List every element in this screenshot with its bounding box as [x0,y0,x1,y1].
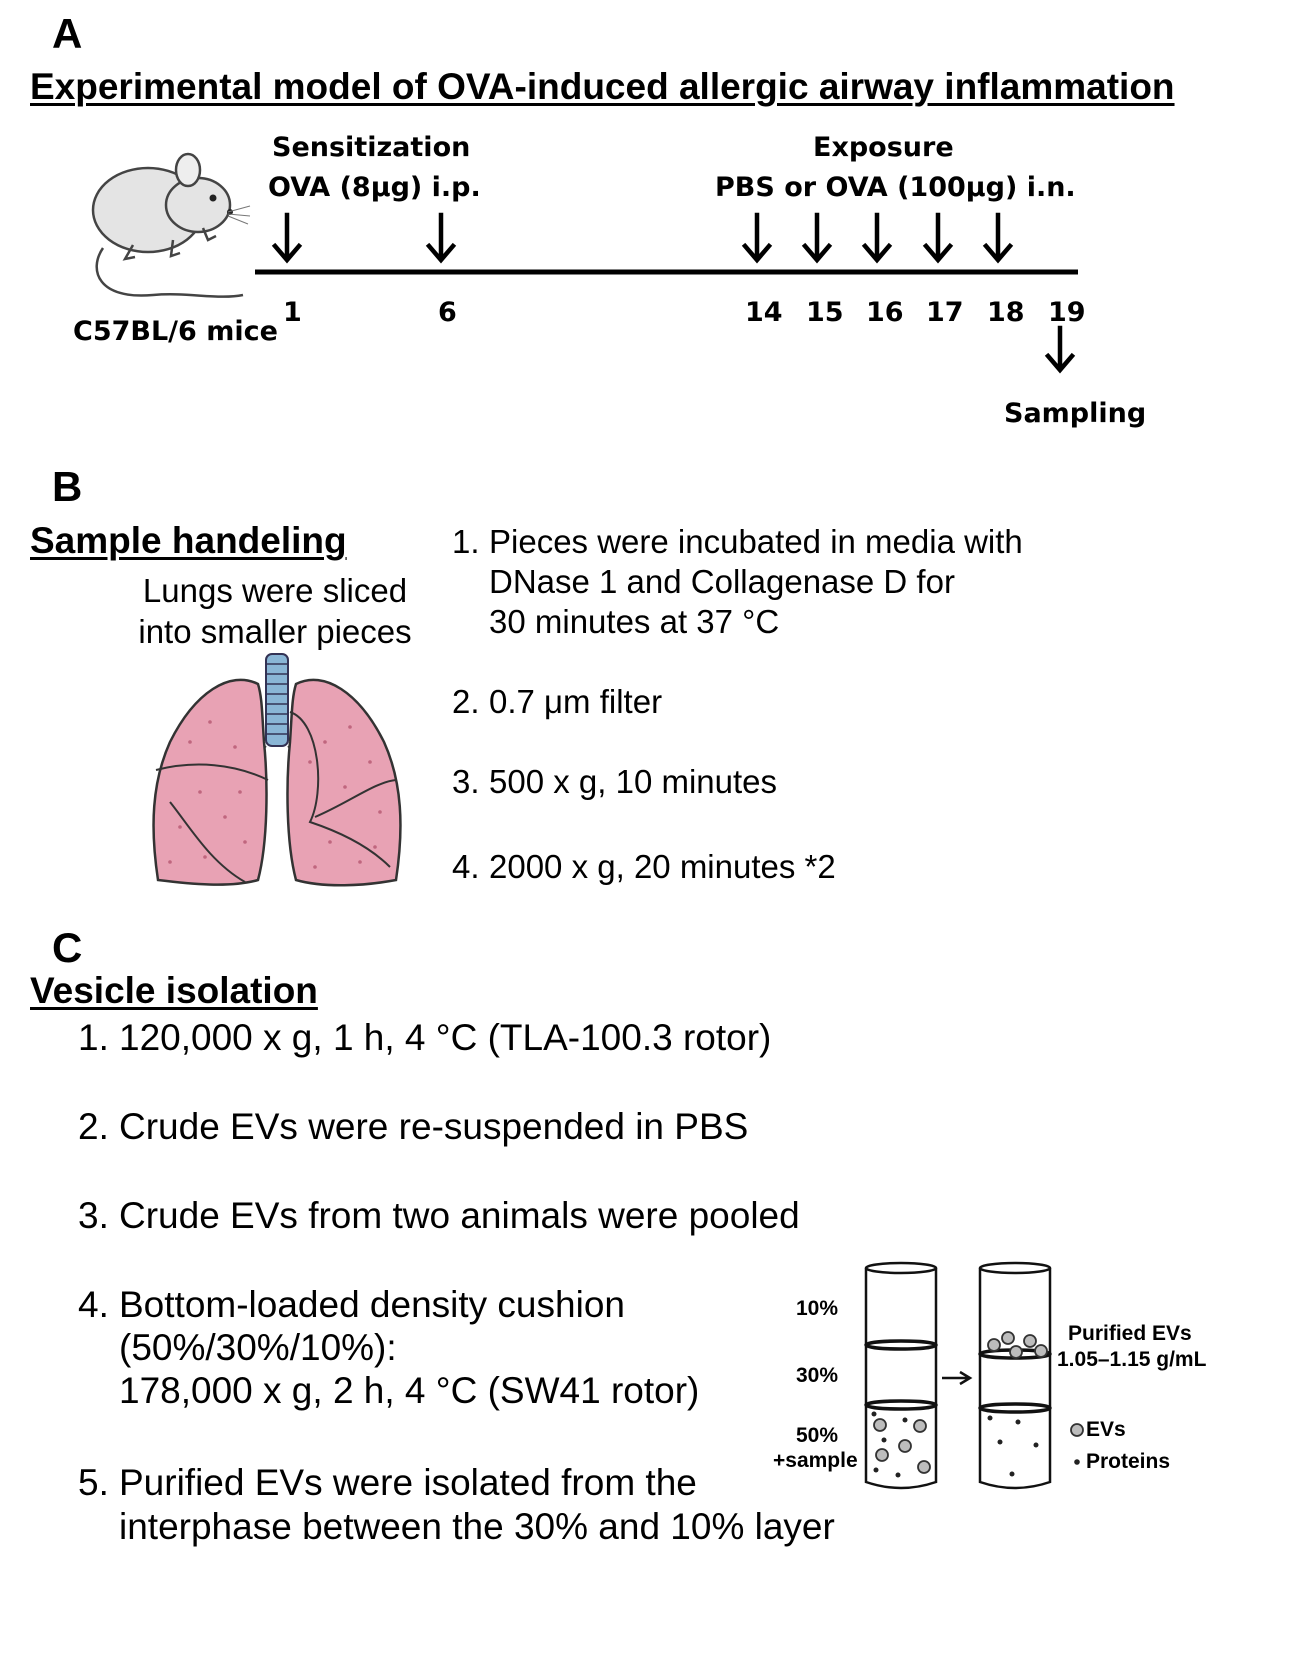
day-label: 16 [866,297,904,328]
legend-proteins-label: Proteins [1086,1450,1171,1473]
day-label: 19 [1048,297,1086,328]
exposure-dose: PBS or OVA (100μg) i.n. [715,172,1076,203]
isolation-step: 2. Crude EVs were re-suspended in PBS [78,1106,749,1147]
exposure-arrows [741,212,1014,264]
lungs-illustration [152,653,402,887]
purified-evs-density: 1.05–1.15 g/mL [1057,1348,1207,1371]
isolation-step: 5. Purified EVs were isolated from the i… [78,1462,835,1547]
isolation-step: 4. Bottom-loaded density cushion (50%/30… [78,1284,700,1411]
panel-b-title: Sample handeling [30,520,347,561]
handling-step: 1. Pieces were incubated in media with D… [452,523,1023,640]
right-lung [286,678,402,887]
evs-in-sample [873,1418,931,1474]
mouse-strain-label: C57BL/6 mice [73,316,278,347]
purified-evs [987,1331,1048,1359]
legend-ev-icon [1070,1423,1084,1437]
day-label: 14 [745,297,783,328]
layer-label-30: 30% [796,1364,839,1387]
handling-step: 3. 500 x g, 10 minutes [452,763,778,800]
sampling-label: Sampling [1004,398,1147,429]
tube-before [864,1261,938,1490]
tube-after [978,1261,1052,1490]
panel-a-title: Experimental model of OVA-induced allerg… [30,66,1175,107]
day-label: 18 [987,297,1025,328]
day-label: 6 [438,297,457,328]
timeline [255,212,1078,374]
mouse-illustration [91,152,251,298]
legend-evs-label: EVs [1086,1418,1126,1441]
sensitization-arrows [271,212,457,264]
transfer-arrow [942,1370,973,1386]
panel-a-letter: A [52,10,83,57]
layer-label-10: 10% [796,1297,839,1320]
day-label: 17 [926,297,964,328]
day-label: 15 [806,297,844,328]
handling-step: 2. 0.7 μm filter [452,683,663,720]
proteins-in-sample [871,1411,908,1478]
proteins-in-pellet [987,1415,1039,1477]
panel-c-title: Vesicle isolation [30,970,318,1011]
panel-c-letter: C [52,924,83,971]
purified-evs-label: Purified EVs [1068,1322,1192,1345]
left-lung [152,678,268,886]
layer-label-50: 50% [796,1424,839,1447]
sensitization-title: Sensitization [272,132,471,163]
sensitization-dose: OVA (8μg) i.p. [268,172,481,203]
exposure-title: Exposure [813,132,954,163]
legend-protein-icon [1074,1459,1080,1465]
isolation-step: 1. 120,000 x g, 1 h, 4 °C (TLA-100.3 rot… [78,1017,772,1058]
panel-b-letter: B [52,463,83,510]
handling-step: 4. 2000 x g, 20 minutes *2 [452,848,836,885]
isolation-step: 3. Crude EVs from two animals were poole… [78,1195,800,1236]
sampling-arrow [1044,325,1076,374]
day-label: 1 [283,297,302,328]
layer-label-sample: +sample [773,1449,858,1472]
lung-caption: Lungs were sliced into smaller pieces [138,572,412,650]
